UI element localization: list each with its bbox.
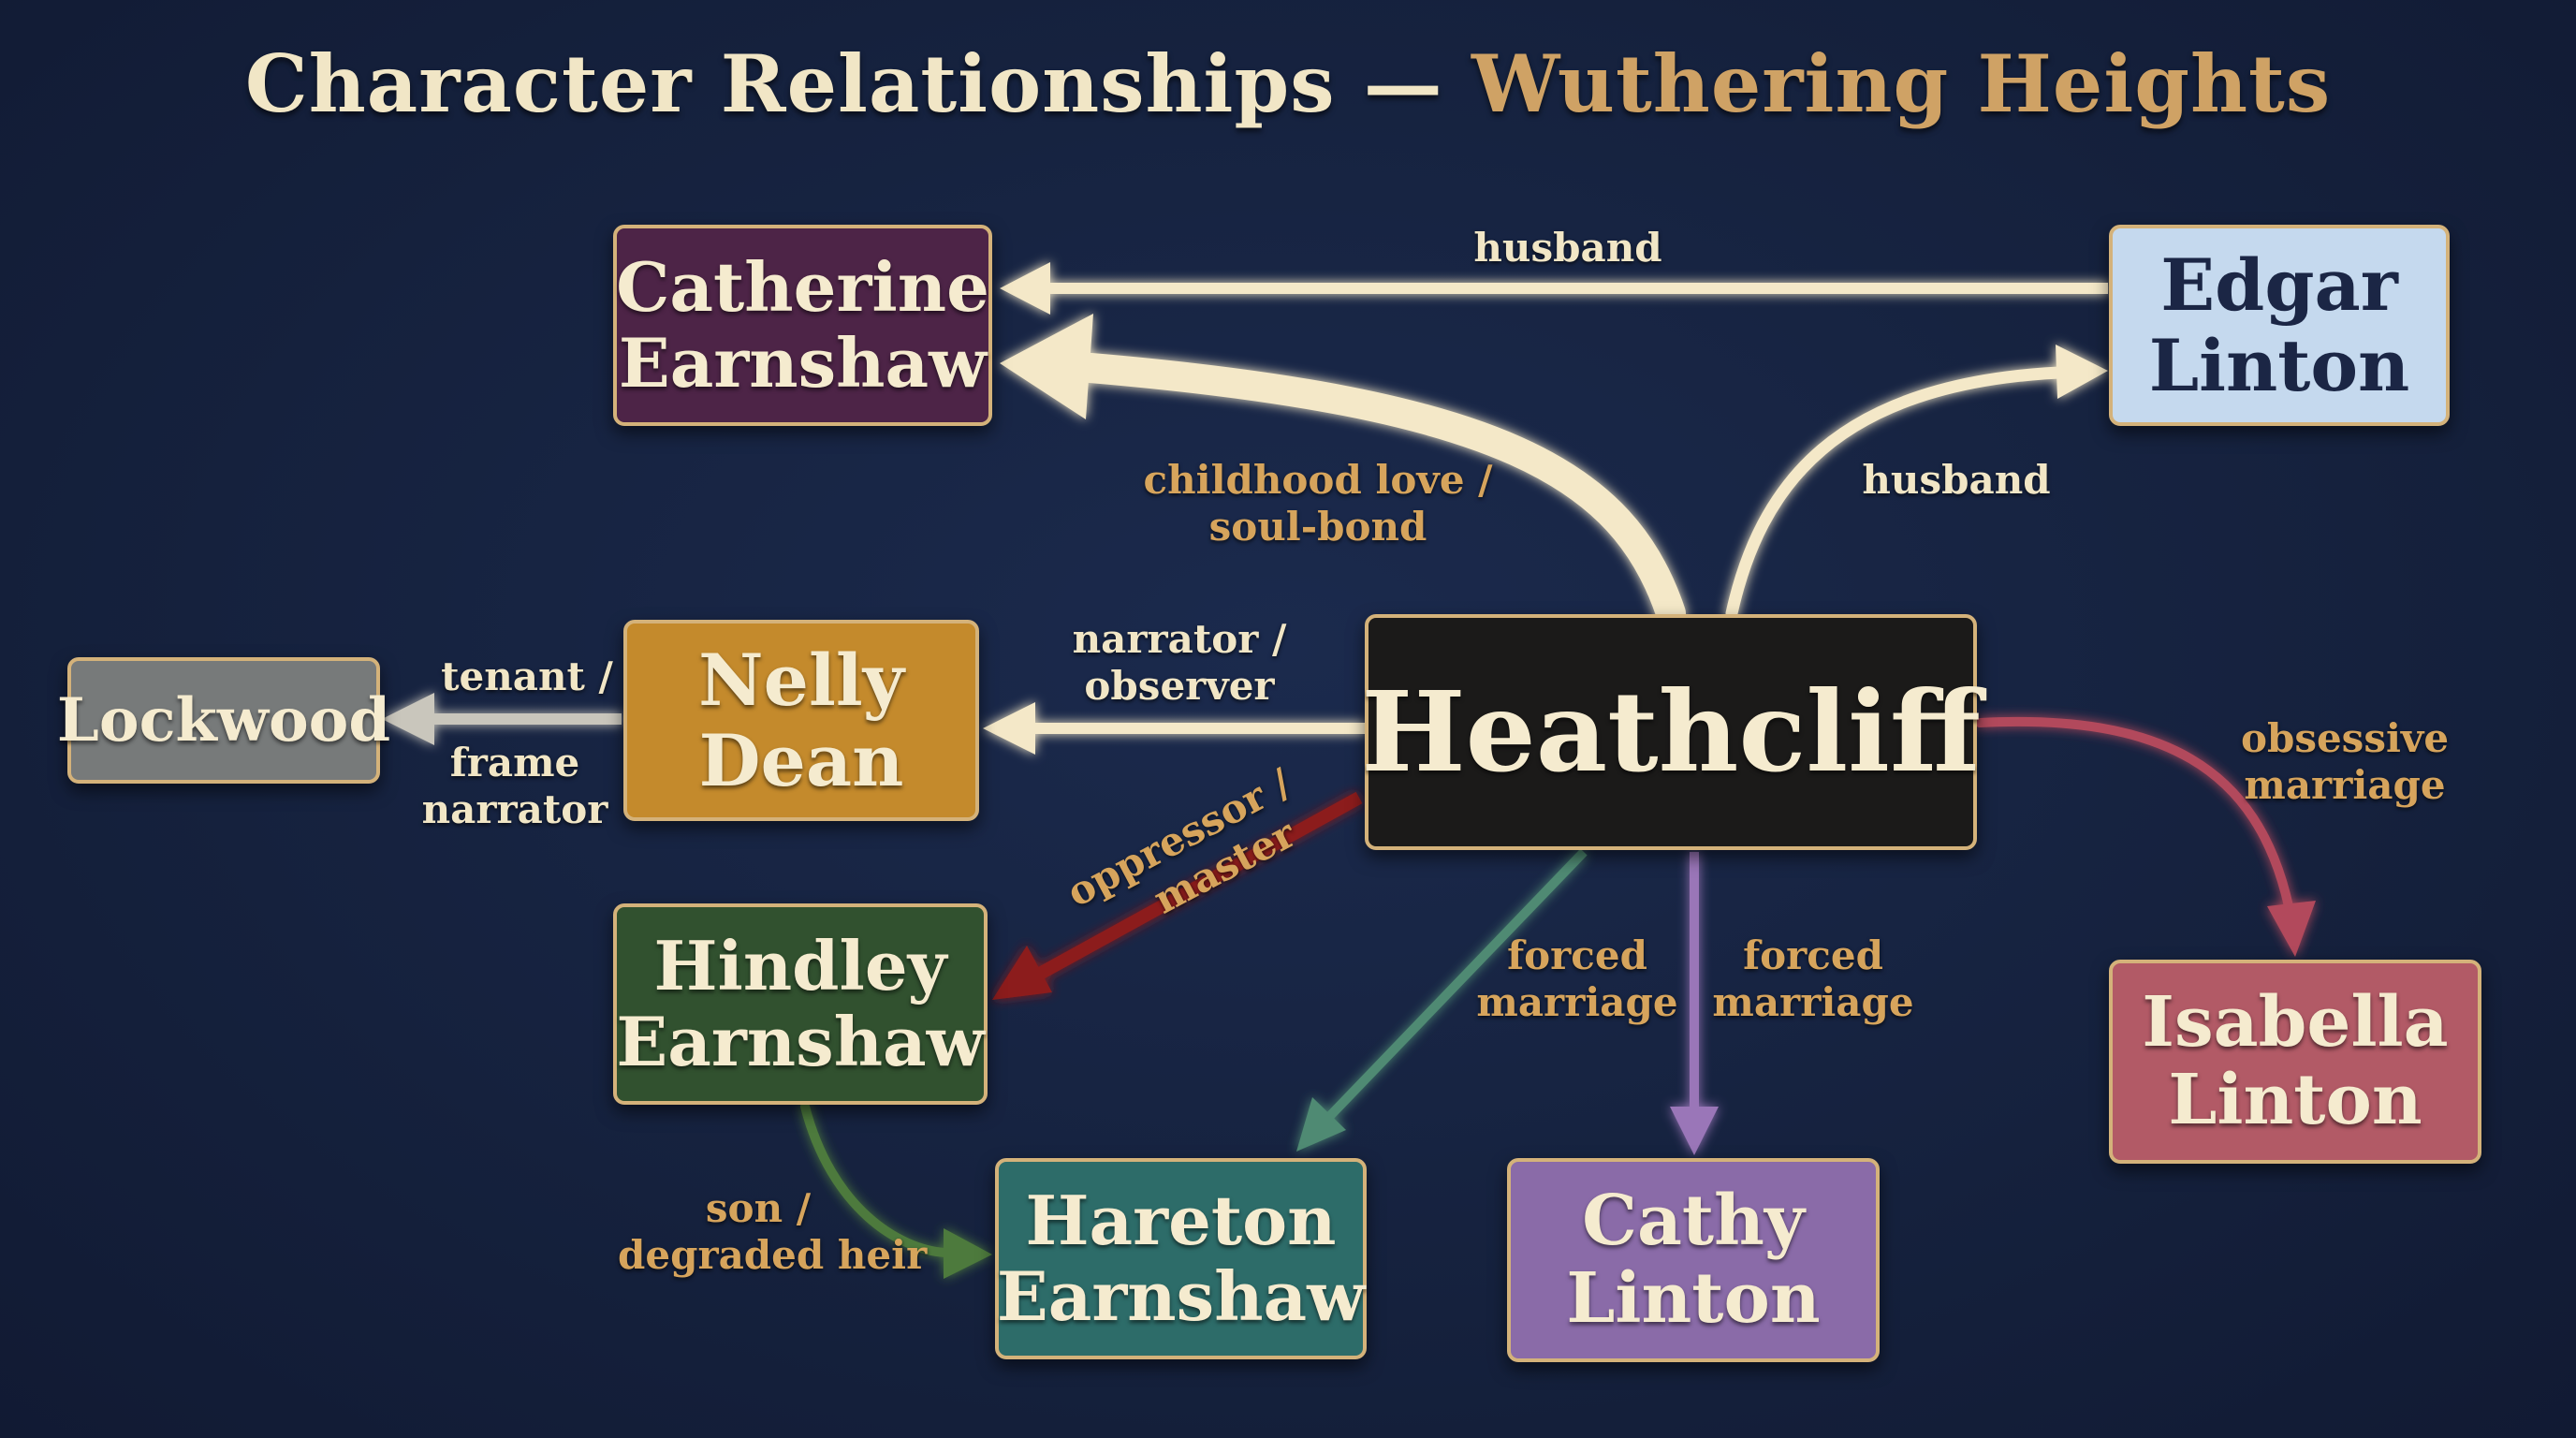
label-hindley-hareton-line1: son / bbox=[705, 1185, 812, 1231]
node-isabella-linton[interactable]: Isabella Linton bbox=[2109, 960, 2481, 1164]
node-lockwood[interactable]: Lockwood bbox=[57, 657, 390, 784]
node-hareton-line2: Earnshaw bbox=[996, 1255, 1366, 1336]
edge-heathcliff-isabella bbox=[1975, 716, 2316, 957]
label-heathcliff-nelly-line1: narrator / bbox=[1072, 616, 1287, 662]
label-nelly-lockwood-line3: narrator bbox=[421, 786, 608, 832]
label-heathcliff-cathy-line2: marriage bbox=[1712, 979, 1914, 1025]
node-cathy-line1: Cathy bbox=[1582, 1181, 1805, 1262]
node-nelly-dean[interactable]: Nelly Dean bbox=[623, 620, 979, 821]
node-isabella-line2: Linton bbox=[2168, 1060, 2422, 1140]
label-heathcliff-isabella: obsessive marriage bbox=[2228, 715, 2462, 809]
node-hareton-earnshaw[interactable]: Hareton Earnshaw bbox=[995, 1158, 1367, 1359]
node-hareton-line1: Hareton bbox=[1025, 1180, 1337, 1260]
label-nelly-lockwood-top: tenant / bbox=[419, 653, 635, 700]
node-catherine-line1: Catherine bbox=[616, 246, 989, 327]
node-lockwood-line1: Lockwood bbox=[56, 684, 391, 756]
label-nelly-lockwood-line2: frame bbox=[449, 740, 580, 785]
label-edgar-catherine-line1: husband bbox=[1473, 225, 1662, 271]
edge-heathcliff-cathy bbox=[1670, 852, 1719, 1155]
node-nelly-line1: Nelly bbox=[698, 638, 904, 723]
node-hindley-line2: Earnshaw bbox=[616, 1001, 985, 1081]
node-nelly-line2: Dean bbox=[698, 718, 904, 802]
node-isabella-line1: Isabella bbox=[2142, 982, 2449, 1064]
edge-nelly-lockwood bbox=[382, 693, 622, 745]
label-hindley-hareton-line2: degraded heir bbox=[618, 1232, 928, 1278]
node-edgar-line1: Edgar bbox=[2160, 243, 2398, 328]
label-heathcliff-catherine-line2: soul-bond bbox=[1208, 504, 1427, 550]
label-heathcliff-isabella-line2: marriage bbox=[2244, 762, 2446, 808]
node-heathcliff[interactable]: Heathcliff bbox=[1361, 614, 1981, 850]
title-main: Character Relationships — bbox=[244, 37, 1443, 130]
title-work: Wuthering Heights bbox=[1471, 37, 2332, 130]
node-heathcliff-line1: Heathcliff bbox=[1361, 666, 1981, 797]
label-heathcliff-catherine-line1: childhood love / bbox=[1143, 457, 1493, 503]
label-nelly-lockwood-bottom: frame narrator bbox=[412, 740, 618, 833]
label-heathcliff-nelly: narrator / observer bbox=[1048, 616, 1310, 710]
node-cathy-linton[interactable]: Cathy Linton bbox=[1507, 1158, 1880, 1362]
label-heathcliff-edgar: husband bbox=[1816, 457, 2097, 504]
node-cathy-line2: Linton bbox=[1566, 1258, 1821, 1339]
node-edgar-linton[interactable]: Edgar Linton bbox=[2109, 225, 2450, 426]
node-hindley-earnshaw[interactable]: Hindley Earnshaw bbox=[613, 903, 988, 1105]
label-heathcliff-hareton-line1: forced bbox=[1507, 932, 1647, 978]
label-heathcliff-edgar-line1: husband bbox=[1862, 457, 2051, 503]
edge-heathcliff-catherine bbox=[1000, 314, 1686, 628]
page-title: Character Relationships — Wuthering Heig… bbox=[0, 28, 2576, 140]
label-heathcliff-cathy-line1: forced bbox=[1743, 932, 1883, 978]
edge-heathcliff-edgar bbox=[1725, 345, 2108, 620]
label-heathcliff-catherine: childhood love / soul-bond bbox=[1131, 457, 1505, 550]
edge-edgar-catherine bbox=[1000, 262, 2108, 315]
node-hindley-line1: Hindley bbox=[653, 925, 947, 1005]
label-heathcliff-nelly-line2: observer bbox=[1084, 663, 1275, 709]
label-heathcliff-hareton: forced marriage bbox=[1460, 932, 1694, 1026]
edge-heathcliff-hindley bbox=[992, 791, 1363, 1000]
label-heathcliff-hareton-line2: marriage bbox=[1476, 979, 1678, 1025]
edge-heathcliff-hareton bbox=[1296, 848, 1588, 1152]
node-catherine-earnshaw[interactable]: Catherine Earnshaw bbox=[613, 225, 992, 426]
label-nelly-lockwood-line1: tenant / bbox=[441, 653, 613, 699]
node-edgar-line2: Linton bbox=[2148, 323, 2410, 407]
label-heathcliff-cathy: forced marriage bbox=[1696, 932, 1930, 1026]
label-heathcliff-isabella-line1: obsessive bbox=[2240, 715, 2450, 761]
edge-heathcliff-nelly bbox=[983, 702, 1365, 755]
label-edgar-catherine: husband bbox=[1423, 225, 1713, 271]
edge-hindley-hareton bbox=[800, 1102, 992, 1279]
node-catherine-line2: Earnshaw bbox=[618, 322, 988, 403]
label-hindley-hareton: son / degraded heir bbox=[618, 1185, 928, 1279]
